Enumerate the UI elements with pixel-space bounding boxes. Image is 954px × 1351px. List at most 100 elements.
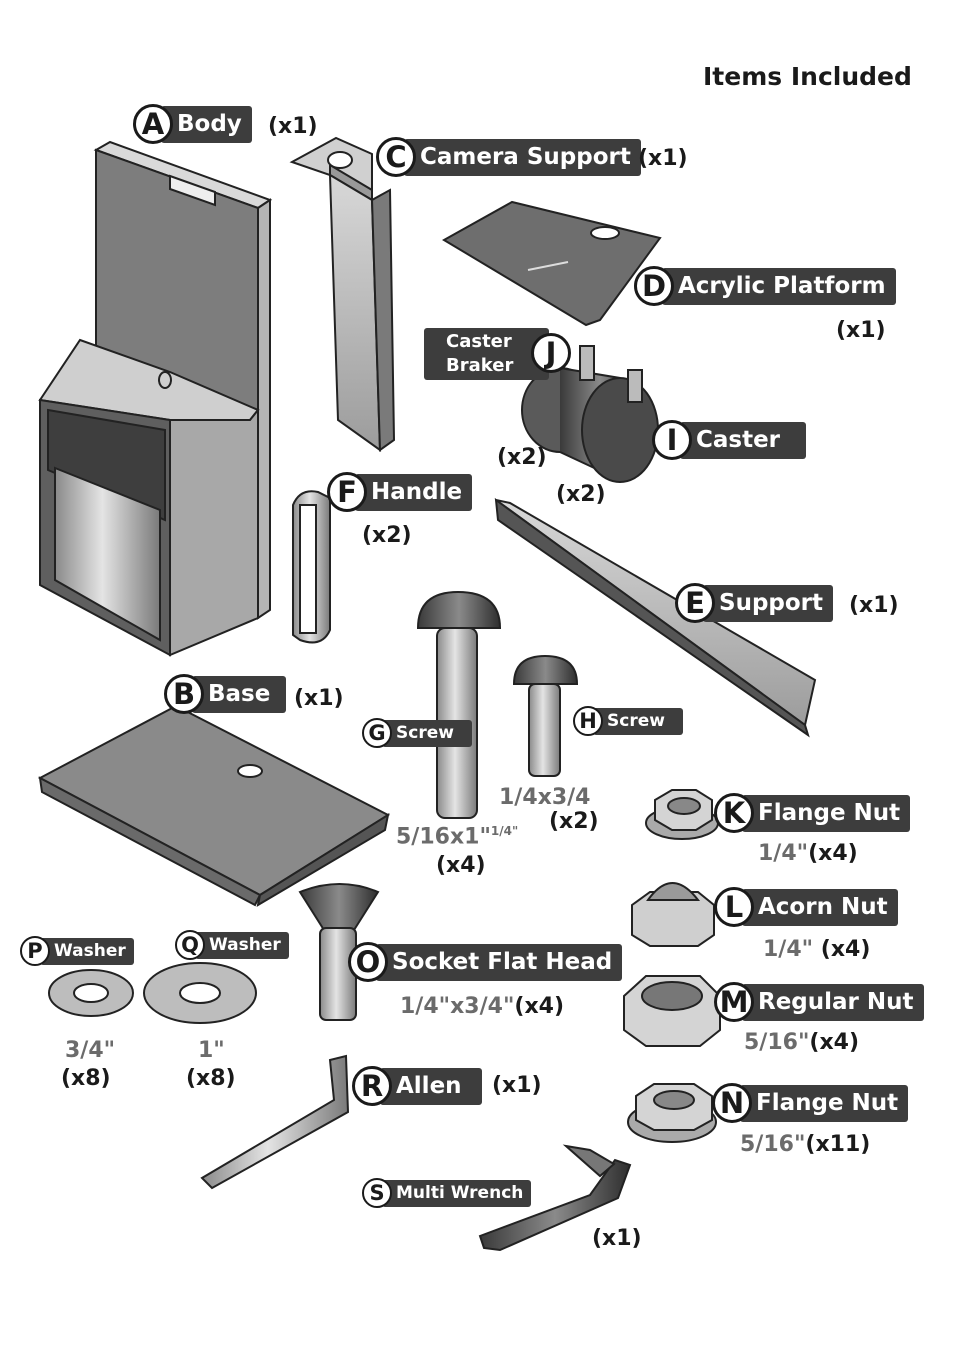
size-p: 3/4" bbox=[65, 1038, 116, 1063]
label-n: N Flange Nut bbox=[712, 1083, 909, 1123]
washer-p-image bbox=[48, 969, 134, 1017]
name-s: Multi Wrench bbox=[382, 1179, 532, 1207]
qty-e: (x1) bbox=[849, 593, 899, 618]
name-j-line2: Braker bbox=[446, 355, 514, 376]
name-r: Allen bbox=[380, 1067, 482, 1105]
multi-wrench-image bbox=[478, 1144, 632, 1252]
letter-k: K bbox=[714, 793, 754, 833]
letter-s: S bbox=[362, 1178, 392, 1208]
size-l: 1/4" (x4) bbox=[763, 937, 870, 962]
size-k-main: 1/4" bbox=[758, 841, 809, 866]
label-d: D Acrylic Platform bbox=[634, 266, 896, 306]
qty-k: (x4) bbox=[808, 841, 858, 866]
label-c: C Camera Support bbox=[376, 137, 641, 177]
label-e: E Support bbox=[675, 583, 834, 623]
label-i: I Caster bbox=[652, 420, 807, 460]
letter-f: F bbox=[327, 472, 367, 512]
name-e: Support bbox=[703, 584, 834, 622]
name-p: Washer bbox=[40, 937, 134, 965]
page-title: Items Included bbox=[703, 62, 912, 91]
name-d: Acrylic Platform bbox=[662, 267, 896, 305]
letter-g: G bbox=[362, 718, 392, 748]
acrylic-platform-image bbox=[442, 200, 662, 327]
size-o-main: 1/4"x3/4" bbox=[400, 994, 515, 1019]
body-part-image bbox=[38, 140, 273, 657]
letter-d: D bbox=[634, 266, 674, 306]
size-o: 1/4"x3/4"(x4) bbox=[400, 994, 564, 1019]
socket-flat-head-image bbox=[298, 883, 380, 1021]
letter-i: I bbox=[652, 420, 692, 460]
letter-h: H bbox=[573, 706, 603, 736]
screw-g-image bbox=[416, 590, 502, 819]
allen-image bbox=[200, 1054, 350, 1190]
letter-l: L bbox=[714, 887, 754, 927]
name-l: Acorn Nut bbox=[742, 888, 898, 926]
support-image bbox=[494, 497, 817, 738]
name-m: Regular Nut bbox=[742, 983, 924, 1021]
letter-o: O bbox=[348, 942, 388, 982]
qty-o: (x4) bbox=[514, 994, 565, 1019]
qty-a: (x1) bbox=[268, 114, 318, 139]
label-q: Q Washer bbox=[175, 930, 289, 960]
size-h: 1/4x3/4 bbox=[499, 785, 591, 810]
qty-p: (x8) bbox=[61, 1066, 111, 1091]
qty-h: (x2) bbox=[549, 809, 599, 834]
name-o: Socket Flat Head bbox=[376, 943, 623, 981]
letter-b: B bbox=[164, 674, 204, 714]
caster-image bbox=[521, 345, 659, 483]
letter-m: M bbox=[714, 982, 754, 1022]
size-g: 5/16x1"1/4" bbox=[396, 824, 518, 849]
name-j: Caster Braker bbox=[424, 328, 550, 380]
label-k: K Flange Nut bbox=[714, 793, 911, 833]
qty-b: (x1) bbox=[294, 686, 344, 711]
letter-q: Q bbox=[175, 930, 205, 960]
camera-support-image bbox=[289, 136, 396, 452]
size-g-sup: 1/4" bbox=[490, 824, 519, 838]
qty-f: (x2) bbox=[362, 523, 412, 548]
letter-n: N bbox=[712, 1083, 752, 1123]
qty-s: (x1) bbox=[592, 1226, 642, 1251]
handle-image bbox=[292, 490, 331, 644]
qty-m: (x4) bbox=[809, 1030, 860, 1055]
washer-q-image bbox=[143, 962, 257, 1024]
size-m: 5/16"(x4) bbox=[744, 1030, 859, 1055]
letter-r: R bbox=[352, 1066, 392, 1106]
qty-r: (x1) bbox=[492, 1073, 542, 1098]
name-b: Base bbox=[192, 675, 287, 713]
label-h: H Screw bbox=[573, 706, 683, 736]
base-image bbox=[37, 704, 391, 907]
flange-nut-k-image bbox=[645, 789, 719, 840]
acorn-nut-l-image bbox=[631, 882, 715, 947]
size-n: 5/16"(x11) bbox=[740, 1132, 870, 1157]
flange-nut-n-image bbox=[627, 1083, 717, 1143]
label-f: F Handle bbox=[327, 472, 473, 512]
name-h: Screw bbox=[593, 707, 683, 735]
name-g: Screw bbox=[382, 719, 472, 747]
label-s: S Multi Wrench bbox=[362, 1178, 532, 1208]
label-p: P Washer bbox=[20, 936, 134, 966]
size-l-main: 1/4" bbox=[763, 937, 814, 962]
qty-c: (x1) bbox=[638, 146, 688, 171]
letter-j: J bbox=[531, 333, 571, 373]
name-i: Caster bbox=[680, 421, 807, 459]
label-a: A Body bbox=[133, 104, 252, 144]
qty-g: (x4) bbox=[436, 853, 486, 878]
letter-a: A bbox=[133, 104, 173, 144]
letter-c: C bbox=[376, 137, 416, 177]
size-g-main: 5/16x1" bbox=[396, 824, 491, 850]
label-r: R Allen bbox=[352, 1066, 482, 1106]
size-q: 1" bbox=[198, 1038, 225, 1063]
qty-i: (x2) bbox=[556, 482, 606, 507]
qty-n: (x11) bbox=[805, 1132, 871, 1157]
size-m-main: 5/16" bbox=[744, 1030, 810, 1055]
regular-nut-m-image bbox=[623, 975, 721, 1047]
qty-l: (x4) bbox=[820, 937, 871, 962]
label-l: L Acorn Nut bbox=[714, 887, 898, 927]
label-o: O Socket Flat Head bbox=[348, 942, 623, 982]
qty-d: (x1) bbox=[836, 318, 886, 343]
size-n-main: 5/16" bbox=[740, 1132, 806, 1157]
letter-e: E bbox=[675, 583, 715, 623]
name-j-line1: Caster bbox=[446, 331, 512, 352]
qty-j: (x2) bbox=[497, 445, 547, 470]
